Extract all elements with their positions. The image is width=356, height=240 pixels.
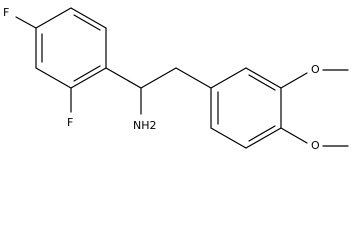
ring-bond [245,67,282,89]
ring-bond [210,127,247,149]
oxygen-atom-label: O [311,139,320,152]
ring-double-bond [73,65,101,82]
oxygen-atom-label: O [311,63,320,76]
c-o-bond [280,72,308,89]
ring-bond [210,67,247,89]
ring-bond [35,7,72,29]
ring-double-bond [248,125,276,142]
ring-bond [70,67,107,89]
dimethoxyphenyl-ring [210,67,282,149]
ring-bond [70,7,107,29]
chain-bond [105,67,142,89]
difluorophenyl-ring [35,7,107,89]
chain-bond [140,67,177,89]
fluorine-atom-label: F [67,116,73,129]
fluorine-atom-label: F [3,6,9,19]
ring-double-bond [73,14,101,31]
amine-label: NH2 [133,119,157,132]
chemical-structure-diagram: F F NH2 O O [3,6,349,152]
c-f-bond [15,16,37,29]
chain-bond [175,67,212,89]
ring-double-bond [248,74,276,91]
c-o-bond [280,127,308,144]
ring-bond [245,127,282,149]
ring-bond [35,67,72,89]
